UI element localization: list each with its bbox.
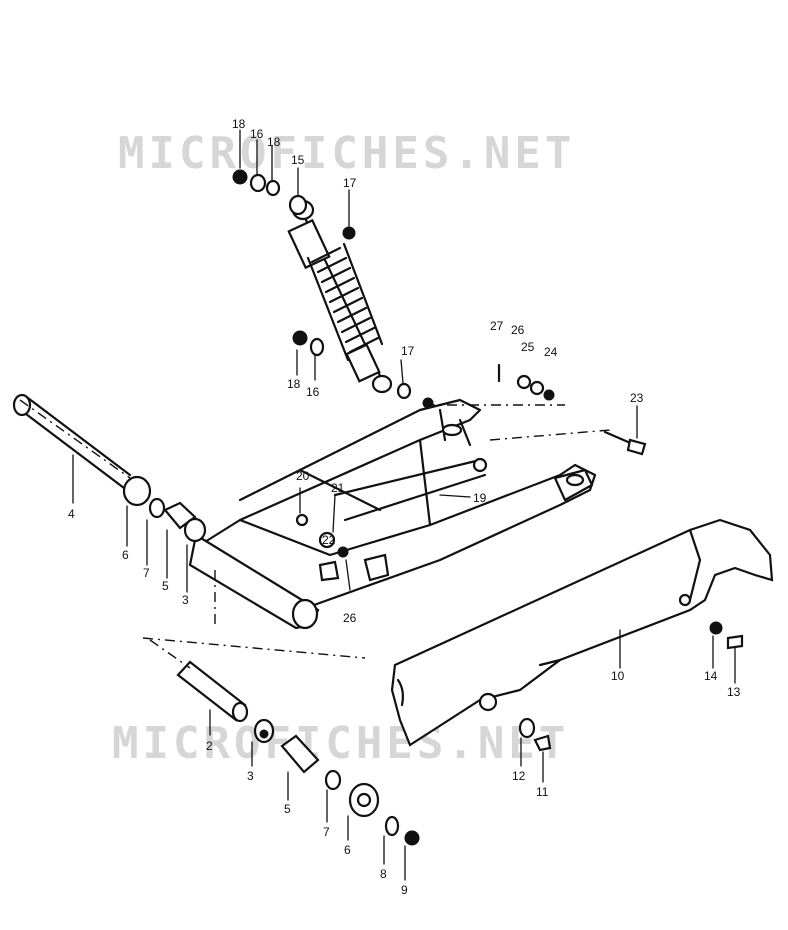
lower-bushing-stack [253, 718, 420, 846]
callout-8: 8 [380, 867, 387, 881]
chain-case-fasteners [518, 621, 744, 752]
callout-16: 16 [306, 385, 320, 399]
callout-9: 9 [401, 883, 408, 897]
callout-15: 15 [291, 153, 305, 167]
callout-11: 11 [536, 785, 549, 799]
chain-adjuster-parts [497, 363, 555, 401]
callout-6: 6 [344, 843, 351, 857]
pivot-shaft [176, 660, 249, 723]
left-bushing-stack [148, 497, 207, 543]
callout-18: 18 [267, 135, 281, 149]
callout-21: 21 [331, 481, 345, 495]
callout-2: 2 [206, 739, 213, 753]
callout-20: 20 [296, 469, 310, 483]
callout-22: 22 [322, 533, 336, 547]
leader-lines [72, 129, 736, 881]
callout-7: 7 [143, 566, 150, 580]
callout-7: 7 [323, 825, 330, 839]
callout-5: 5 [162, 579, 169, 593]
watermark-top: MICROFICHES.NET [118, 128, 576, 179]
callout-5: 5 [284, 802, 291, 816]
callout-labels: 18 16 18 15 17 18 16 17 27 26 25 24 23 4… [68, 117, 741, 897]
chain-case [390, 518, 774, 747]
alignment-lines [19, 399, 565, 669]
shock-absorber [287, 199, 393, 394]
callout-3: 3 [247, 769, 254, 783]
callout-26: 26 [343, 611, 357, 625]
shock-spring [306, 242, 384, 362]
callout-26: 26 [511, 323, 525, 337]
callout-14: 14 [704, 669, 718, 683]
callout-17: 17 [401, 344, 415, 358]
callout-23: 23 [630, 391, 644, 405]
callout-12: 12 [512, 769, 526, 783]
callout-25: 25 [521, 340, 535, 354]
callout-24: 24 [544, 345, 558, 359]
callout-4: 4 [68, 507, 75, 521]
swing-arm-small-parts [295, 487, 390, 591]
callout-19: 19 [473, 491, 487, 505]
pivot-bolt [12, 393, 152, 507]
adjuster-bolt [489, 429, 647, 456]
shock-top-fasteners [232, 169, 356, 240]
callout-18: 18 [287, 377, 301, 391]
callout-3: 3 [182, 593, 189, 607]
callout-10: 10 [611, 669, 625, 683]
callout-18: 18 [232, 117, 246, 131]
callout-13: 13 [727, 685, 741, 699]
callout-27: 27 [490, 319, 504, 333]
callout-17: 17 [343, 176, 357, 190]
watermark-bottom: MICROFICHES.NET [112, 718, 570, 769]
callout-6: 6 [122, 548, 129, 562]
callout-16: 16 [250, 127, 264, 141]
pivot-tube [188, 533, 320, 630]
